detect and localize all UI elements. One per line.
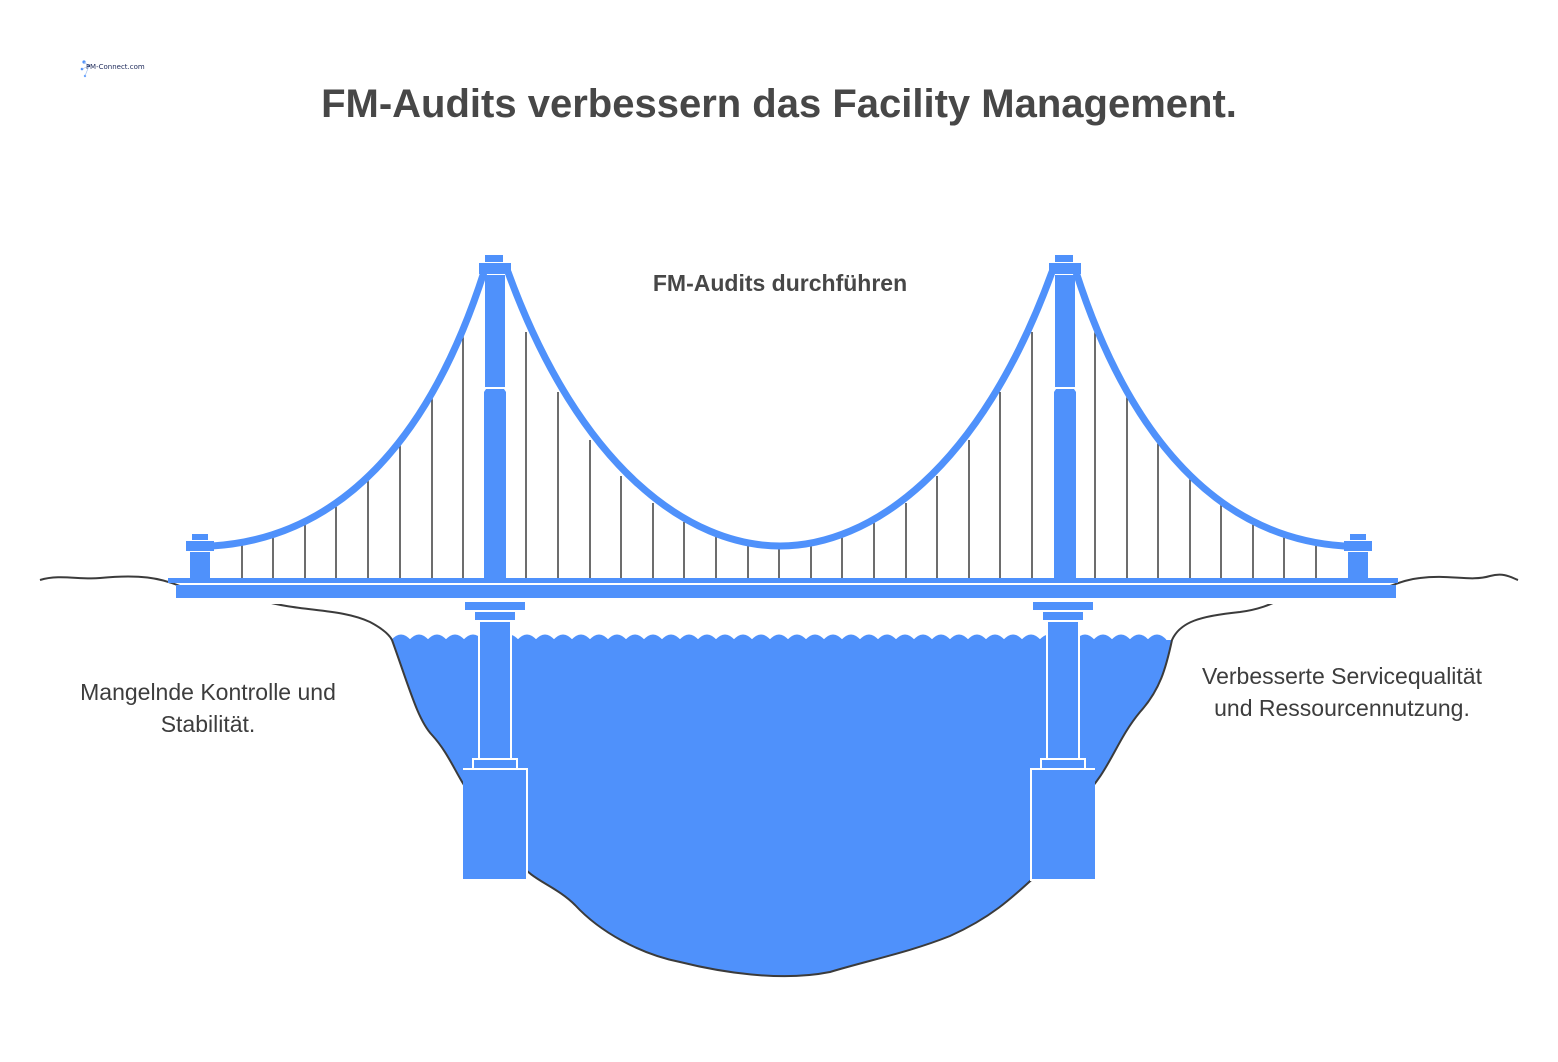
fm-connect-logo — [80, 60, 91, 78]
bridge-label: FM-Audits durchführen — [652, 270, 908, 296]
water-body — [392, 640, 1172, 977]
main-cables — [208, 268, 1348, 550]
logo-text: FM-Connect.com — [86, 63, 145, 71]
left-side-text: Mangelnde Kontrolle und Stabilität. — [80, 679, 336, 737]
right-end-post — [1344, 534, 1372, 578]
bridge-deck-top — [168, 578, 1398, 583]
deck-underside — [176, 598, 1396, 604]
left-tower — [479, 255, 511, 578]
left-pier — [463, 600, 528, 881]
page-title: FM-Audits verbessern das Facility Manage… — [321, 82, 1237, 126]
right-side-text: Verbesserte Servicequalität und Ressourc… — [1202, 663, 1482, 721]
left-end-post — [186, 534, 214, 578]
right-tower — [1049, 255, 1081, 578]
water-waves — [391, 634, 1167, 641]
bridge-deck — [176, 585, 1396, 598]
suspender-cables — [241, 332, 1317, 578]
right-pier — [1030, 600, 1095, 881]
